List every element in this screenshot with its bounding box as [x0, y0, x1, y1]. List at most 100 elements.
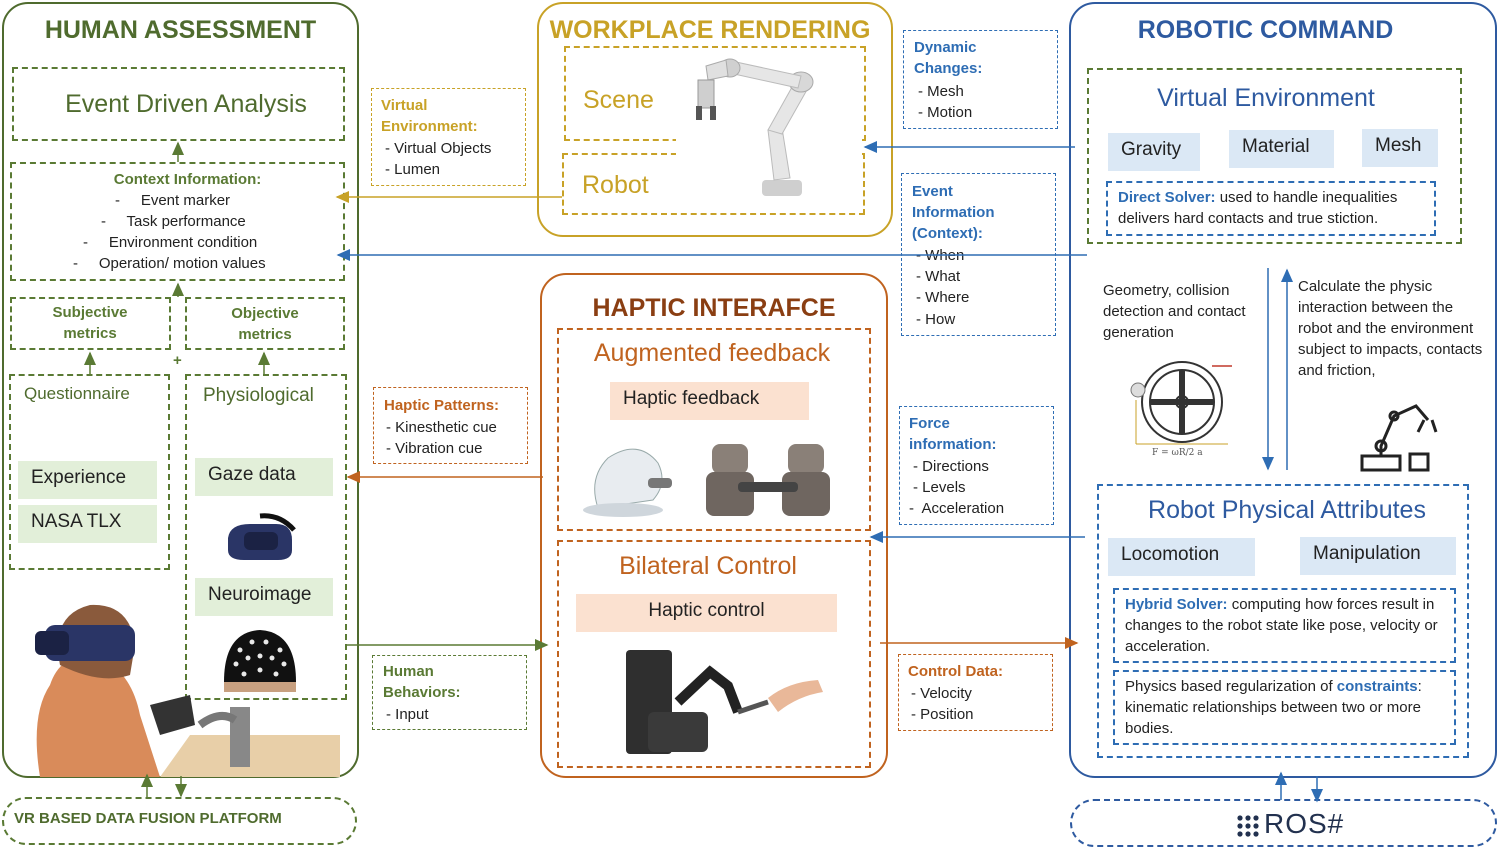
vr-platform-bar — [2, 797, 357, 845]
virtual-environment-callout-title: Virtual Environment: — [381, 97, 478, 135]
human-assessment-title: HUMAN ASSESSMENT — [44, 16, 317, 44]
experience-chip: Experience — [18, 461, 157, 499]
locomotion-chip: Locomotion — [1108, 538, 1255, 576]
context-item: - Environment condition — [83, 234, 258, 251]
control-data-item: - Velocity — [911, 685, 972, 702]
virtual-environment-callout-item: - Lumen — [385, 161, 441, 178]
physiological-label: Physiological — [203, 385, 314, 406]
vr-headset-icon — [228, 513, 296, 560]
haptic-control-chip: Haptic control — [576, 594, 837, 632]
workplace-rendering-panel — [537, 2, 893, 237]
context-item: - Task performance — [101, 213, 246, 230]
dynamic-changes-callout — [903, 30, 1058, 129]
haptic-feedback-chip: Haptic feedback — [610, 382, 809, 420]
context-information-title: Context Information: — [113, 171, 262, 188]
context-information-box — [10, 162, 345, 281]
calculate-physics-text: Calculate the physic interaction between… — [1298, 278, 1483, 379]
material-chip: Material — [1229, 130, 1334, 168]
robot-label: Robot — [582, 171, 649, 199]
haptic-interface-title: HAPTIC INTERAFCE — [592, 294, 836, 322]
dynamic-changes-item: - Motion — [918, 104, 973, 121]
bilateral-control-label: Bilateral Control — [619, 552, 797, 580]
hybrid-solver-description: computing how forces result in changes t… — [1125, 596, 1438, 655]
virtual-environment-box — [1087, 68, 1462, 244]
objective-metrics-box — [185, 297, 345, 350]
questionnaire-box — [9, 374, 170, 570]
event-information-item: - How — [916, 311, 956, 328]
nasa-tlx-chip: NASA TLX — [18, 505, 157, 543]
robot-arm-illustration — [676, 50, 862, 200]
subjective-metrics-label: Subjective metrics — [52, 304, 128, 342]
haptic-patterns-title: Haptic Patterns: — [384, 397, 500, 414]
physiological-box — [185, 374, 347, 700]
geometry-text: Geometry, collision detection and contac… — [1103, 282, 1246, 341]
haptic-control-device-illustration — [626, 650, 823, 754]
gravity-chip: Gravity — [1108, 133, 1200, 171]
hybrid-solver-label: Hybrid Solver: — [1125, 596, 1228, 613]
control-data-title: Control Data: — [908, 663, 1003, 680]
robotic-command-title: ROBOTIC COMMAND — [1137, 16, 1394, 44]
physics-pre: Physics based regularization of — [1125, 678, 1337, 695]
workplace-rendering-title: WORKPLACE RENDERING — [549, 16, 871, 44]
event-information-item: - Where — [916, 289, 970, 306]
force-information-title: Force information: — [909, 415, 997, 453]
dynamic-changes-title: Dynamic Changes: — [914, 39, 983, 77]
plus-sign: + — [173, 352, 182, 369]
neuroimage-chip: Neuroimage — [195, 578, 333, 616]
robot-physical-attributes-label: Robot Physical Attributes — [1148, 496, 1426, 524]
ros-bar — [1070, 799, 1497, 847]
physics-post: : kinematic relationships between two or… — [1125, 678, 1422, 737]
human-behaviors-item: - Input — [386, 706, 429, 723]
gaze-data-chip: Gaze data — [195, 458, 333, 496]
questionnaire-label: Questionnaire — [24, 384, 130, 403]
hybrid-solver-box — [1113, 588, 1456, 663]
robot-arm-icon — [1360, 404, 1438, 472]
force-information-item: - Directions — [913, 458, 989, 475]
gear-diagram-icon — [1130, 361, 1232, 445]
physics-regularization-box — [1113, 670, 1456, 745]
constraints-keyword: constraints — [1336, 678, 1418, 695]
scene-label: Scene — [583, 86, 654, 114]
formula-label: F = ωR/2 a — [1152, 448, 1203, 458]
manipulation-chip: Manipulation — [1300, 537, 1456, 575]
force-information-item: - Levels — [913, 479, 966, 496]
event-information-item: - What — [916, 268, 961, 285]
dynamic-changes-item: - Mesh — [918, 83, 964, 100]
haptic-device-illustration — [583, 444, 830, 517]
human-behaviors-title: Human Behaviors: — [383, 663, 461, 701]
force-information-item: - Acceleration — [909, 500, 1005, 517]
event-driven-analysis-box — [12, 67, 345, 141]
virtual-environment-callout — [371, 88, 526, 186]
direct-solver-box — [1106, 181, 1436, 236]
direct-solver-text: Direct Solver: used to handle inequaliti… — [1118, 187, 1430, 229]
direct-solver-description: used to handle inequalities delivers har… — [1118, 189, 1398, 227]
subjective-metrics-box — [10, 297, 171, 350]
objective-metrics-label: Objective metrics — [231, 305, 299, 343]
virtual-environment-label: Virtual Environment — [1157, 84, 1375, 112]
control-data-callout — [898, 654, 1053, 731]
ros-dots-icon — [1237, 815, 1259, 837]
haptic-patterns-item: - Kinesthetic cue — [386, 419, 497, 436]
vr-user-illustration — [35, 604, 340, 777]
context-item: - Operation/ motion values — [73, 255, 266, 272]
direct-solver-label: Direct Solver: — [1118, 189, 1216, 206]
mesh-chip: Mesh — [1362, 129, 1438, 167]
event-driven-analysis-label: Event Driven Analysis — [65, 90, 307, 118]
control-data-item: - Position — [911, 706, 974, 723]
haptic-patterns-callout — [373, 387, 528, 464]
physics-regularization-text: Physics based regularization of constrai… — [1125, 676, 1445, 739]
eeg-cap-icon — [224, 630, 296, 692]
hybrid-solver-text: Hybrid Solver: computing how forces resu… — [1125, 594, 1443, 657]
ros-label: ROS# — [1264, 808, 1345, 839]
augmented-feedback-label: Augmented feedback — [593, 339, 831, 367]
event-information-title: Event Information (Context): — [912, 183, 995, 242]
vr-platform-label: VR BASED DATA FUSION PLATFORM — [14, 810, 282, 827]
haptic-patterns-item: - Vibration cue — [386, 440, 483, 457]
bilateral-control-box — [557, 540, 871, 768]
haptic-interface-panel — [540, 273, 888, 778]
virtual-environment-callout-item: - Virtual Objects — [385, 140, 492, 157]
augmented-feedback-box — [557, 328, 871, 531]
context-item: - Event marker — [115, 192, 231, 209]
human-behaviors-callout — [372, 655, 527, 730]
